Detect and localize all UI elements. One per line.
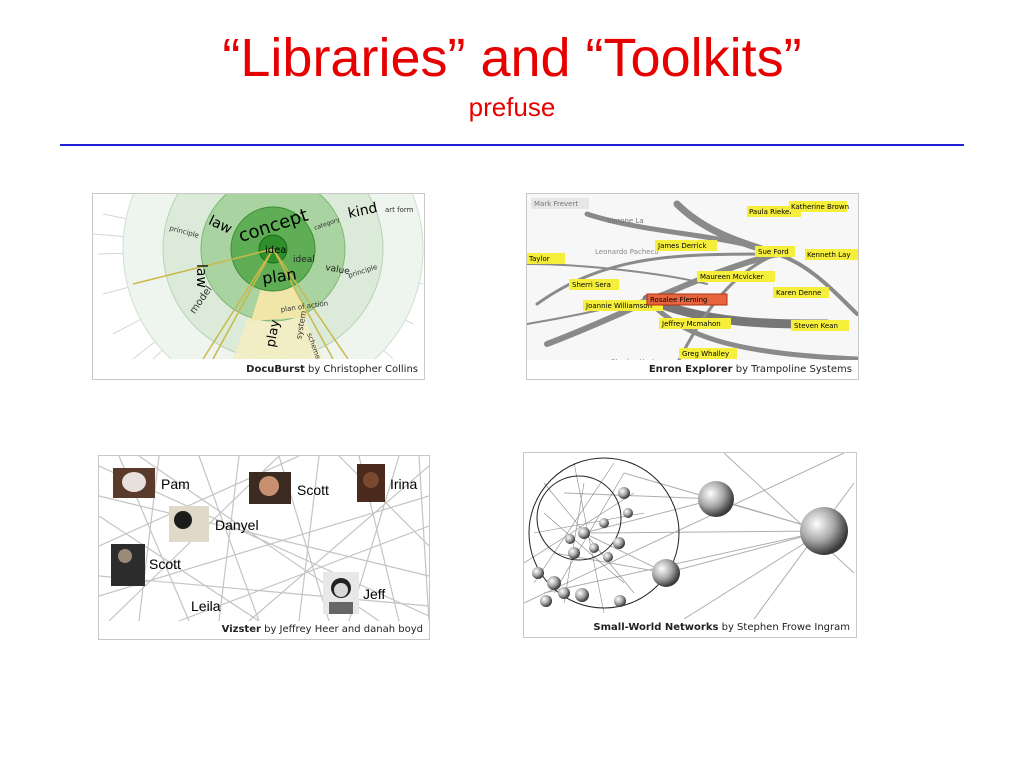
enron-node-stanley: Stanley Horton <box>611 358 663 366</box>
enron-node-james: James Derrick <box>657 242 707 250</box>
vizster-name-danyel[interactable]: Danyel <box>215 517 259 533</box>
docuburst-caption-credit: by Christopher Collins <box>304 364 418 375</box>
title-divider <box>60 144 964 146</box>
docuburst-label-plan: plan <box>261 264 298 288</box>
enron-node-leonardo: Leonardo Pacheco <box>595 248 659 256</box>
enron-node-taylor: Taylor <box>528 255 550 263</box>
enron-node-jeffrey: Jeffrey Mcmahon <box>661 320 721 328</box>
enron-node-katherine: Katherine Brown <box>791 203 849 211</box>
enron-node-mark: Mark Frevert <box>534 200 578 208</box>
vizster-caption-name: Vizster <box>221 624 261 635</box>
docuburst-label-play: play <box>264 318 284 348</box>
enron-node-greg: Greg Whalley <box>682 350 729 358</box>
small-world-networks-screenshot: Small-World Networks by Stephen Frowe In… <box>523 452 857 638</box>
small-world-caption-credit: by Stephen Frowe Ingram <box>718 622 850 633</box>
vizster-visual: Pam Scott Irina Danyel Scott Leila Jeff <box>99 456 429 621</box>
slide-subtitle: prefuse <box>468 92 556 122</box>
slide-title: “Libraries” and “Toolkits” <box>222 28 802 88</box>
enron-node-sherri: Sherri Sera <box>572 281 611 289</box>
vizster-name-jeff[interactable]: Jeff <box>363 586 385 602</box>
vizster-name-pam[interactable]: Pam <box>161 476 190 492</box>
enron-caption-name: Enron Explorer <box>648 364 733 375</box>
vizster-name-scott-left[interactable]: Scott <box>149 556 181 572</box>
vizster-screenshot: Pam Scott Irina Danyel Scott Leila Jeff … <box>98 455 430 640</box>
enron-node-joanne: Joannie Williamson <box>585 302 652 310</box>
enron-caption: Enron Explorer by Trampoline Systems <box>649 364 852 375</box>
docuburst-label-idea: idea <box>265 245 286 256</box>
small-world-visual <box>524 453 856 619</box>
small-world-caption-name: Small-World Networks <box>593 622 719 633</box>
enron-node-kenneth: Kenneth Lay <box>807 251 850 259</box>
enron-node-maureen: Maureen Mcvicker <box>700 273 764 281</box>
docuburst-label-ideal: ideal <box>293 255 315 265</box>
enron-node-rosalee: Rosalee Fleming <box>650 296 707 304</box>
enron-node-steven: Steven Kean <box>794 322 838 330</box>
docuburst-caption-name: DocuBurst <box>246 364 305 375</box>
enron-node-paula: Paula Rieker <box>749 208 792 216</box>
docuburst-visual: idea concept law law kind plan play mode… <box>93 194 424 359</box>
enron-caption-credit: by Trampoline Systems <box>732 364 852 375</box>
vizster-name-irina[interactable]: Irina <box>390 476 417 492</box>
docuburst-label-value: value <box>324 263 350 277</box>
vizster-name-leila[interactable]: Leila <box>191 598 221 614</box>
enron-node-sue: Sue Ford <box>758 248 789 256</box>
vizster-caption: Vizster by Jeffrey Heer and danah boyd <box>222 624 423 635</box>
enron-node-simone: Simone La <box>607 217 644 225</box>
docuburst-label-law-left: law <box>193 264 209 288</box>
enron-visual: Mark Frevert Simone La Leonardo Pacheco … <box>527 194 858 366</box>
docuburst-caption: DocuBurst by Christopher Collins <box>246 364 418 375</box>
small-world-caption: Small-World Networks by Stephen Frowe In… <box>593 622 850 633</box>
vizster-caption-credit: by Jeffrey Heer and danah boyd <box>260 624 423 635</box>
docuburst-label-kind: kind <box>347 200 379 222</box>
enron-node-karen: Karen Denne <box>776 289 821 297</box>
docuburst-label-art-form: art form <box>385 206 414 214</box>
vizster-name-scott-top[interactable]: Scott <box>297 482 329 498</box>
enron-explorer-screenshot: Mark Frevert Simone La Leonardo Pacheco … <box>526 193 859 380</box>
docuburst-screenshot: idea concept law law kind plan play mode… <box>92 193 425 380</box>
